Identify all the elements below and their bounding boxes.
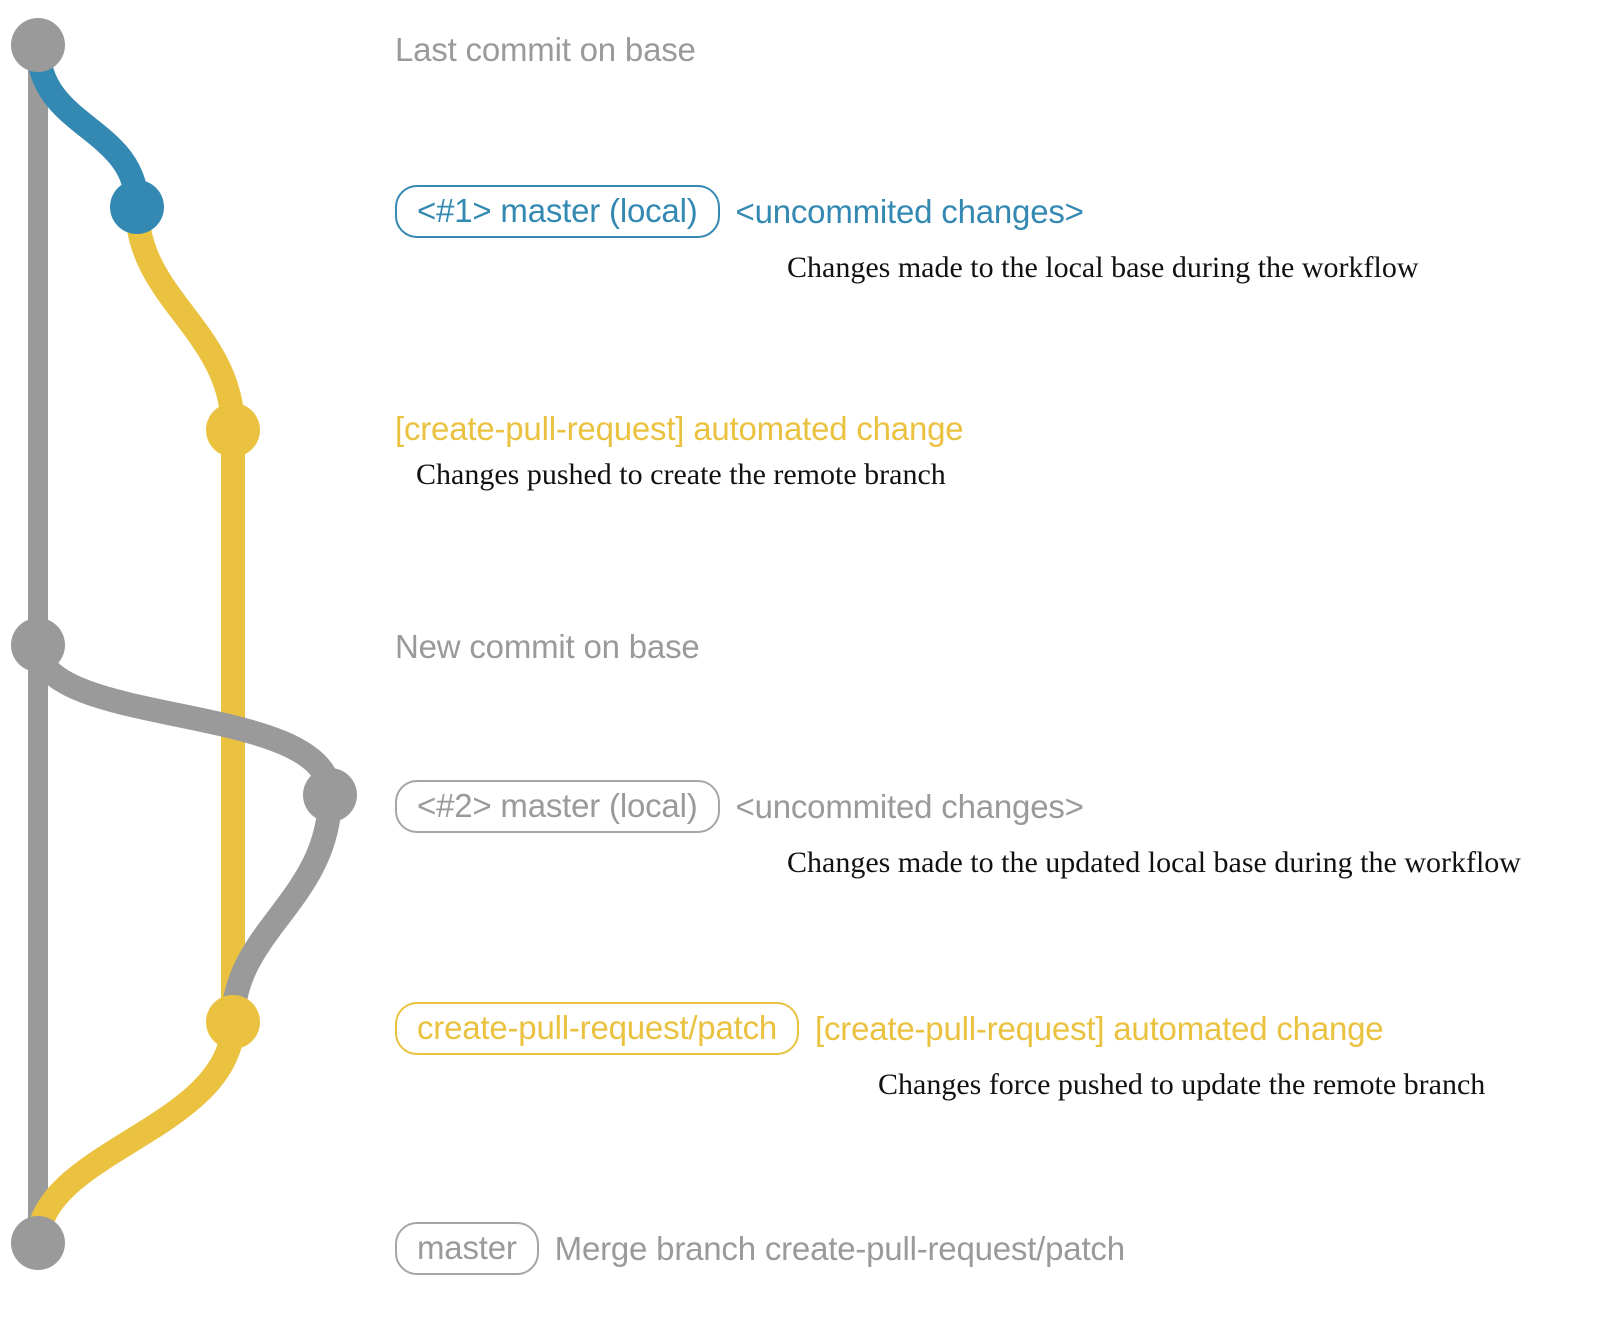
commit-node-base-1[interactable] — [11, 18, 65, 72]
commit-row-merge-commit: master Merge branch create-pull-request/p… — [395, 1222, 1125, 1275]
commit-row-head: New commit on base — [395, 630, 700, 663]
commit-description-automated-change-1: Changes pushed to create the remote bran… — [416, 458, 946, 491]
patch-merge-line — [26, 1010, 245, 1255]
commit-subject-merge-commit: Merge branch create-pull-request/patch — [554, 1230, 1125, 1267]
local-branch-line-2 — [26, 633, 342, 807]
commit-row-new-commit-on-base: New commit on base — [395, 630, 700, 663]
commit-subject-automated-change-2: [create-pull-request] automated change — [815, 1010, 1384, 1047]
merge-into-patch-line — [221, 783, 342, 1034]
commit-subject-master-local-2: <uncommited changes> — [735, 788, 1084, 825]
commit-node-base-2[interactable] — [11, 618, 65, 672]
branch-label-automated-change-2[interactable]: create-pull-request/patch — [395, 1002, 800, 1055]
branch-label-master-local-2[interactable]: <#2> master (local) — [395, 780, 720, 833]
commit-subject-last-commit-on-base: Last commit on base — [395, 31, 696, 68]
branch-label-merge-commit[interactable]: master — [395, 1222, 539, 1275]
git-graph — [11, 18, 357, 1270]
commit-row-master-local-2: <#2> master (local) <uncommited changes> C… — [395, 780, 1521, 880]
commit-node-local-2[interactable] — [303, 768, 357, 822]
commit-subject-new-commit-on-base: New commit on base — [395, 628, 700, 665]
commit-description-master-local-2: Changes made to the updated local base d… — [787, 846, 1521, 879]
commit-description-automated-change-2: Changes force pushed to update the remot… — [878, 1068, 1486, 1101]
commit-description-master-local-1: Changes made to the local base during th… — [787, 251, 1419, 284]
commit-row-automated-change-2: create-pull-request/patch [create-pull-re… — [395, 1002, 1485, 1102]
commit-subject-master-local-1: <uncommited changes> — [735, 193, 1084, 230]
commit-row-head: master Merge branch create-pull-request/p… — [395, 1222, 1125, 1275]
commit-row-master-local-1: <#1> master (local) <uncommited changes> C… — [395, 185, 1419, 285]
commit-row-head: Last commit on base — [395, 33, 696, 66]
commit-node-local-1[interactable] — [110, 180, 164, 234]
commit-node-patch-1[interactable] — [206, 403, 260, 457]
commit-row-last-commit-on-base: Last commit on base — [395, 33, 696, 66]
commit-subject-automated-change-1: [create-pull-request] automated change — [395, 410, 964, 447]
branch-label-master-local-1[interactable]: <#1> master (local) — [395, 185, 720, 238]
commit-node-merge[interactable] — [11, 1216, 65, 1270]
commit-row-head: <#1> master (local) <uncommited changes> — [395, 185, 1419, 238]
commit-row-head: create-pull-request/patch [create-pull-re… — [395, 1002, 1485, 1055]
commit-node-patch-2[interactable] — [206, 995, 260, 1049]
local-branch-line-1 — [26, 33, 149, 219]
commit-row-head: <#2> master (local) <uncommited changes> — [395, 780, 1521, 833]
commit-row-head: [create-pull-request] automated change — [395, 410, 964, 447]
